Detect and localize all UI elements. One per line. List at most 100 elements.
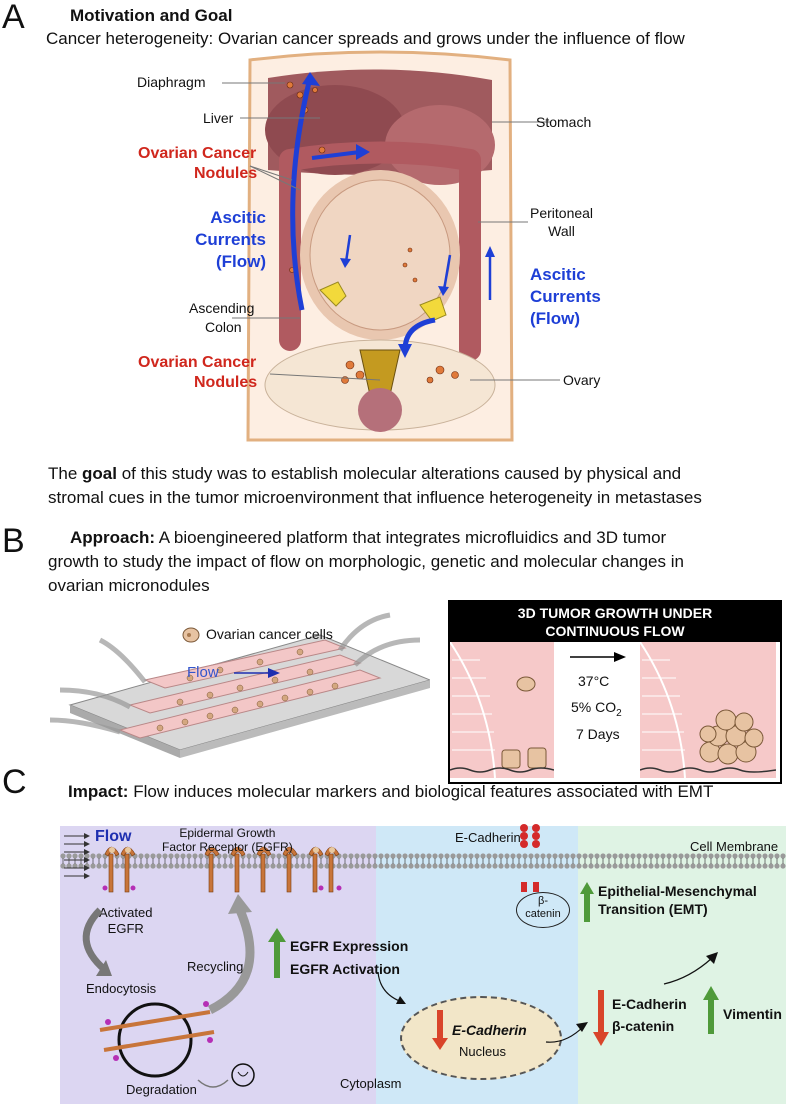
- approach-line-2: growth to study the impact of flow on mo…: [48, 552, 684, 571]
- impact-statement: Impact: Flow induces molecular markers a…: [68, 780, 713, 804]
- panel-b-letter: B: [2, 522, 25, 560]
- impact-text: Flow induces molecular markers and biolo…: [128, 782, 714, 801]
- egfr-activation: EGFR Activation: [290, 961, 400, 977]
- label-diaphragm: Diaphragm: [137, 74, 206, 90]
- nucleus-arrows: [377, 971, 588, 1043]
- label-ascending-line2: Colon: [205, 319, 242, 335]
- label-liver: Liver: [203, 110, 234, 126]
- panel-a-title: Motivation and Goal: [70, 6, 233, 25]
- microfluidic-chip: [49, 612, 430, 758]
- label-nodules-top-line1: Ovarian Cancer: [138, 145, 257, 162]
- label-ascitic-left-line3: (Flow): [215, 252, 266, 271]
- egfr-receptors: [102, 846, 342, 893]
- activated-line2: EGFR: [107, 921, 144, 936]
- label-stomach: Stomach: [536, 114, 592, 130]
- goal-statement: The goal of this study was to establish …: [48, 462, 702, 510]
- approach-line-1: A bioengineered platform that integrates…: [155, 528, 667, 547]
- growth-arrow: [570, 652, 626, 662]
- ecadherin-down-arrow: [432, 1010, 448, 1050]
- goal-line-2: stromal cues in the tumor microenvironme…: [48, 488, 702, 507]
- approach-bold: Approach:: [70, 528, 155, 547]
- label-ascitic-left-line1: Ascitic: [210, 208, 266, 227]
- label-ascitic-right-line1: Ascitic: [530, 265, 586, 284]
- emt-line1: Epithelial-Mesenchymal: [598, 883, 757, 899]
- egfr-label-line1: Epidermal Growth: [179, 826, 276, 840]
- emt-up-arrow: [580, 882, 594, 922]
- activated-line1: Activated: [99, 905, 153, 920]
- nucleus-ecadherin: E-Cadherin: [452, 1022, 527, 1038]
- label-degradation: Degradation: [126, 1082, 197, 1097]
- egfr-up-arrow: [268, 928, 286, 978]
- label-cytoplasm: Cytoplasm: [340, 1076, 402, 1091]
- egfr-label: Epidermal Growth Factor Receptor (EGFR): [162, 826, 293, 854]
- label-ecadherin-top: E-Cadherin: [455, 830, 521, 845]
- label-nodules-bottom: Ovarian Cancer Nodules: [138, 353, 257, 393]
- ecadherin-right: E-Cadherin: [612, 996, 687, 1012]
- vimentin-up-arrow: [703, 986, 719, 1034]
- impact-bold: Impact:: [68, 782, 129, 801]
- label-ascending-colon: Ascending Colon: [189, 299, 254, 337]
- label-peritoneal-line1: Peritoneal: [530, 205, 594, 221]
- emt-arrow: [663, 952, 718, 985]
- label-endocytosis: Endocytosis: [86, 981, 157, 996]
- label-nodules-bottom-line2: Nodules: [194, 374, 258, 391]
- ecadherin-bcat-down-arrow: [593, 990, 609, 1046]
- label-ascitic-left: Ascitic Currents (Flow): [184, 207, 266, 273]
- label-ascitic-right-line2: Currents: [530, 287, 601, 306]
- emt-green-region: [578, 826, 786, 1104]
- label-ascitic-right: Ascitic Currents (Flow): [530, 264, 601, 330]
- approach-statement: Approach: A bioengineered platform that …: [48, 526, 684, 598]
- panel-a-subtitle: Cancer heterogeneity: Ovarian cancer spr…: [46, 29, 685, 48]
- cell-legend-icon: [182, 627, 200, 643]
- goal-post: of this study was to establish molecular…: [116, 464, 682, 483]
- goal-pre: The: [48, 464, 83, 483]
- label-peritoneal-wall: Peritoneal Wall: [530, 204, 593, 240]
- flow-lines-c: [64, 833, 90, 879]
- beta-catenin-line2: catenin: [525, 908, 561, 920]
- activated-egfr-label: Activated EGFR: [99, 905, 152, 937]
- label-cell-membrane: Cell Membrane: [690, 839, 779, 854]
- cell-membrane-bilayer: [60, 853, 786, 869]
- condition-co2: 5% CO2: [571, 699, 622, 719]
- ecadherin-structure: [520, 824, 540, 892]
- condition-co2-sub: 2: [616, 707, 622, 719]
- beta-catenin-ellipse: β- catenin: [516, 892, 570, 928]
- label-nucleus: Nucleus: [459, 1044, 506, 1059]
- beta-catenin-line1: β-: [538, 895, 548, 907]
- emt-label: Epithelial-Mesenchymal Transition (EMT): [598, 882, 757, 918]
- legend-ovarian-cells: Ovarian cancer cells: [206, 626, 333, 642]
- flow-label-b: Flow: [187, 664, 219, 681]
- leader-lines: [222, 82, 560, 381]
- growth-before: [450, 642, 554, 778]
- panel-a-letter: A: [2, 0, 25, 36]
- condition-co2-text: 5% CO: [571, 699, 617, 715]
- label-ascitic-right-line3: (Flow): [530, 309, 581, 328]
- abdomen-illustration: [246, 50, 514, 442]
- vimentin-label: Vimentin: [723, 1006, 782, 1022]
- label-recycling: Recycling: [187, 959, 244, 974]
- label-ascitic-left-line2: Currents: [195, 230, 266, 249]
- emt-line2: Transition (EMT): [598, 901, 708, 917]
- condition-days: 7 Days: [576, 726, 620, 742]
- label-nodules-bottom-line1: Ovarian Cancer: [138, 354, 257, 371]
- egfr-label-line2: Factor Receptor (EGFR): [162, 840, 293, 854]
- label-nodules-top: Ovarian Cancer Nodules: [138, 144, 257, 184]
- growth-box-title-1: 3D TUMOR GROWTH UNDER: [517, 605, 713, 621]
- growth-after: [640, 642, 776, 778]
- nucleus: [400, 996, 562, 1080]
- trafficking-arrows: [82, 894, 255, 1088]
- label-ascending-line1: Ascending: [189, 300, 255, 316]
- label-nodules-top-line2: Nodules: [194, 165, 258, 182]
- approach-line-3: ovarian micronodules: [48, 576, 210, 595]
- label-peritoneal-line2: Wall: [548, 223, 575, 239]
- condition-temp: 37°C: [578, 673, 610, 689]
- bcatenin-right: β-catenin: [612, 1018, 675, 1034]
- goal-bold: goal: [82, 464, 117, 483]
- panel-c-letter: C: [2, 763, 27, 801]
- flow-label-c: Flow: [95, 828, 132, 845]
- growth-box-title-2: CONTINUOUS FLOW: [545, 623, 685, 639]
- flow-arrow-b: [234, 668, 280, 678]
- growth-box-header: 3D TUMOR GROWTH UNDER CONTINUOUS FLOW: [450, 602, 780, 642]
- label-ovary: Ovary: [563, 372, 601, 388]
- egfr-expression: EGFR Expression: [290, 938, 409, 954]
